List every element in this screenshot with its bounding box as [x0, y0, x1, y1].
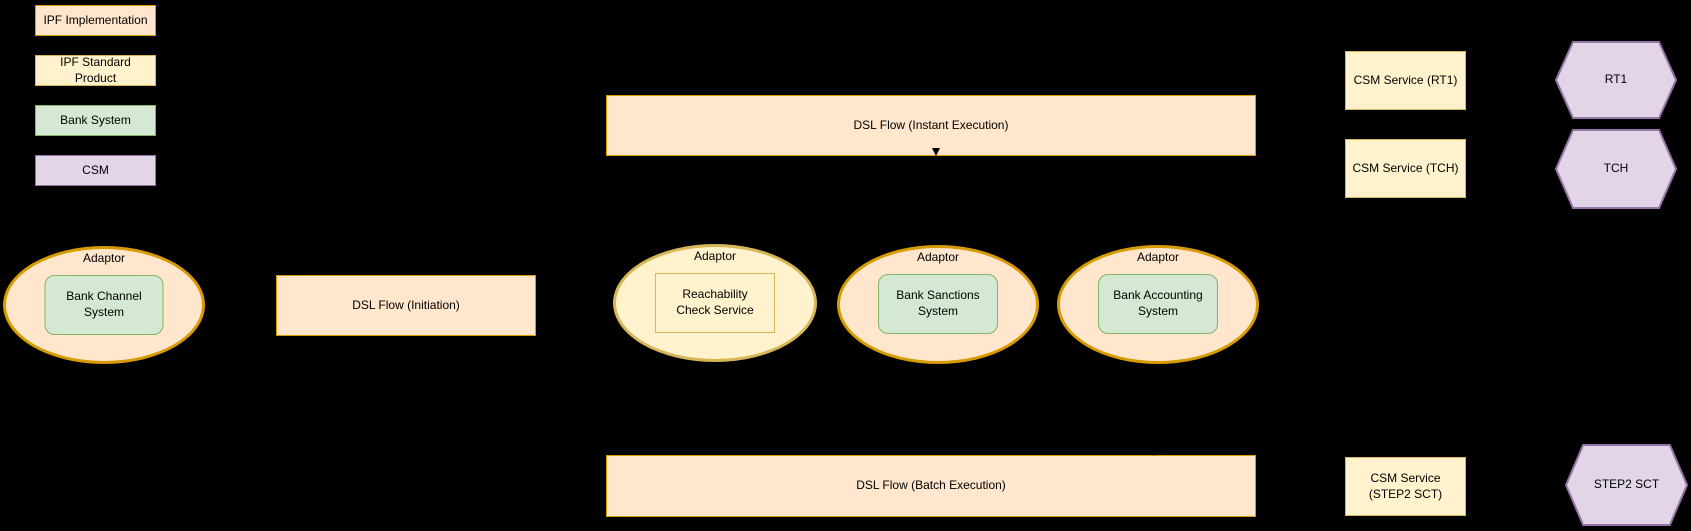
- csm-service-tch: CSM Service (TCH): [1345, 139, 1466, 198]
- bank-sanctions-system-label: Bank Sanctions System: [896, 288, 980, 318]
- adaptor-bank-sanctions-label: Adaptor: [916, 250, 960, 264]
- csm-service-rt1-label: CSM Service (RT1): [1353, 72, 1458, 87]
- bank-accounting-system-label: Bank Accounting System: [1113, 288, 1203, 318]
- adaptor-ellipse-bank-sanctions: Adaptor Bank Sanctions System: [837, 245, 1039, 364]
- csm-service-step2-label: CSM Service (STEP2 SCT): [1368, 470, 1443, 501]
- adaptor-ellipse-bank-accounting: Adaptor Bank Accounting System: [1057, 245, 1259, 364]
- flow-initiation-label: DSL Flow (Initiation): [352, 297, 460, 312]
- hexagon-tch: TCH: [1555, 129, 1677, 209]
- adaptor-ellipse-bank-channel: Adaptor Bank Channel System: [3, 246, 205, 364]
- reachability-check-service-label: Reachability Check Service: [676, 287, 754, 317]
- legend-ipf-implementation: IPF Implementation: [35, 5, 156, 36]
- adaptor-ellipse-reachability: Adaptor Reachability Check Service: [613, 244, 817, 362]
- reachability-check-service-box: Reachability Check Service: [655, 273, 775, 333]
- legend-bank-system-label: Bank System: [60, 112, 131, 127]
- legend-csm-label: CSM: [82, 162, 109, 177]
- hexagon-step2-sct: STEP2 SCT: [1565, 444, 1688, 526]
- flow-batch-execution-label: DSL Flow (Batch Execution): [856, 478, 1006, 493]
- hexagon-shape: [1565, 444, 1688, 526]
- hexagon-rt1: RT1: [1555, 41, 1677, 119]
- adaptor-bank-channel-label: Adaptor: [82, 251, 126, 265]
- flow-instant-execution: DSL Flow (Instant Execution): [606, 95, 1256, 156]
- bank-sanctions-system-box: Bank Sanctions System: [878, 274, 998, 334]
- flow-instant-execution-label: DSL Flow (Instant Execution): [853, 117, 1009, 132]
- hexagon-shape: [1555, 129, 1677, 209]
- bank-channel-system-label: Bank Channel System: [66, 289, 142, 319]
- legend-ipf-standard-product: IPF Standard Product: [35, 55, 156, 86]
- legend-ipf-implementation-label: IPF Implementation: [43, 12, 148, 27]
- legend-csm: CSM: [35, 155, 156, 186]
- hexagon-rt1-label: RT1: [1604, 72, 1628, 87]
- hexagon-step2-sct-label: STEP2 SCT: [1593, 477, 1660, 492]
- flow-batch-execution: DSL Flow (Batch Execution): [606, 455, 1256, 517]
- adaptor-reachability-label: Adaptor: [693, 249, 737, 263]
- legend-ipf-standard-product-label: IPF Standard Product: [60, 54, 131, 85]
- csm-service-step2: CSM Service (STEP2 SCT): [1345, 457, 1466, 516]
- arrowhead-down-icon: [932, 148, 940, 156]
- adaptor-bank-accounting-label: Adaptor: [1136, 250, 1180, 264]
- hexagon-tch-label: TCH: [1603, 161, 1629, 176]
- legend-bank-system: Bank System: [35, 105, 156, 136]
- csm-service-rt1: CSM Service (RT1): [1345, 51, 1466, 110]
- hexagon-shape: [1555, 41, 1677, 119]
- flow-initiation: DSL Flow (Initiation): [276, 275, 536, 336]
- bank-accounting-system-box: Bank Accounting System: [1098, 274, 1218, 334]
- arrowhead-down-icon: [1151, 450, 1157, 456]
- bank-channel-system-box: Bank Channel System: [44, 275, 164, 335]
- csm-service-tch-label: CSM Service (TCH): [1352, 160, 1459, 175]
